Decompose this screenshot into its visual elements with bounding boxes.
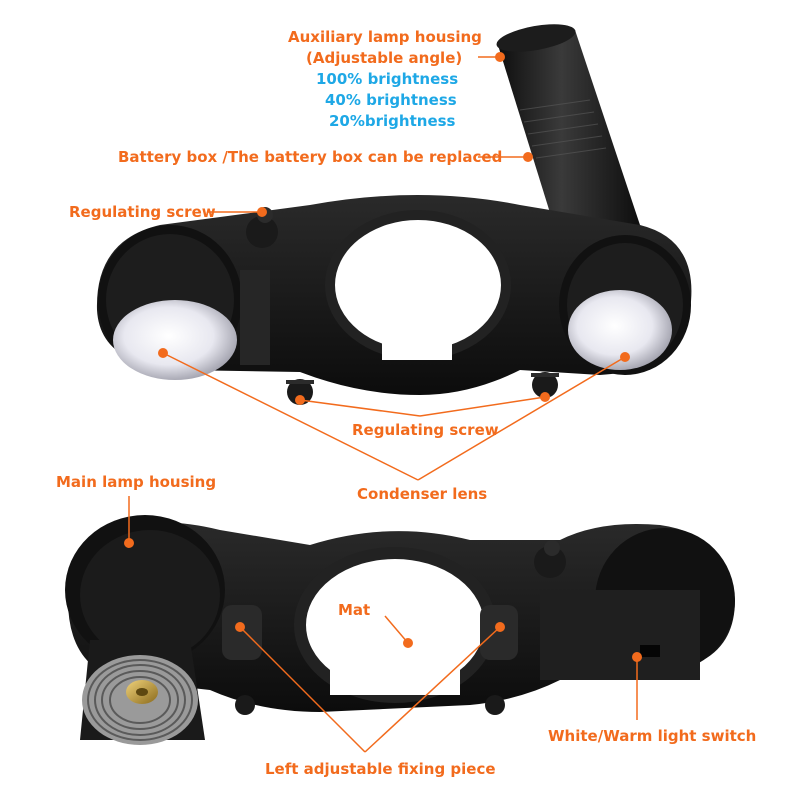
battery-tube <box>496 24 640 245</box>
callout-dot-mat <box>403 638 413 648</box>
callout-dot-screw-left <box>295 395 305 405</box>
right-fixing-piece <box>480 605 518 660</box>
label-brightness-40: 40% brightness <box>325 91 457 109</box>
callout-dot-lens-left <box>158 348 168 358</box>
label-aux-housing-line2: (Adjustable angle) <box>306 49 463 67</box>
bottom-left-screw <box>286 379 314 405</box>
label-brightness-20: 20%brightness <box>329 112 456 130</box>
bottom-device <box>65 515 735 745</box>
right-condenser-lens <box>568 290 672 370</box>
bottom-top-screw <box>534 540 566 578</box>
top-ring-hole <box>330 215 506 355</box>
label-battery-box: Battery box /The battery box can be repl… <box>118 148 503 166</box>
callout-dot-lens-right <box>620 352 630 362</box>
label-condenser-lens: Condenser lens <box>357 485 488 503</box>
callout-dot-main-housing <box>124 538 134 548</box>
callout-dot-regulating-screw-top <box>257 207 267 217</box>
callouts <box>124 52 642 753</box>
label-left-fixing-piece: Left adjustable fixing piece <box>265 760 496 778</box>
left-fixing-piece <box>222 605 262 660</box>
callout-dot-battery-box <box>523 152 533 162</box>
label-regulating-screw-mid: Regulating screw <box>352 421 499 439</box>
switch-slot <box>640 645 660 657</box>
label-brightness-100: 100% brightness <box>316 70 459 88</box>
callout-dot-fixing-left <box>235 622 245 632</box>
threaded-lamp-head <box>80 640 205 745</box>
label-regulating-screw-top: Regulating screw <box>69 203 216 221</box>
left-condenser-lens <box>113 300 237 380</box>
label-aux-housing-line1: Auxiliary lamp housing <box>288 28 482 46</box>
callout-dot-fixing-right <box>495 622 505 632</box>
bottom-right-screw <box>531 372 559 398</box>
label-white-warm-switch: White/Warm light switch <box>548 727 757 745</box>
top-device <box>96 24 692 405</box>
label-mat: Mat <box>338 601 371 619</box>
label-main-lamp-housing: Main lamp housing <box>56 473 217 491</box>
callout-dot-screw-right <box>540 392 550 402</box>
callout-dot-aux-housing <box>495 52 505 62</box>
callout-dot-switch <box>632 652 642 662</box>
